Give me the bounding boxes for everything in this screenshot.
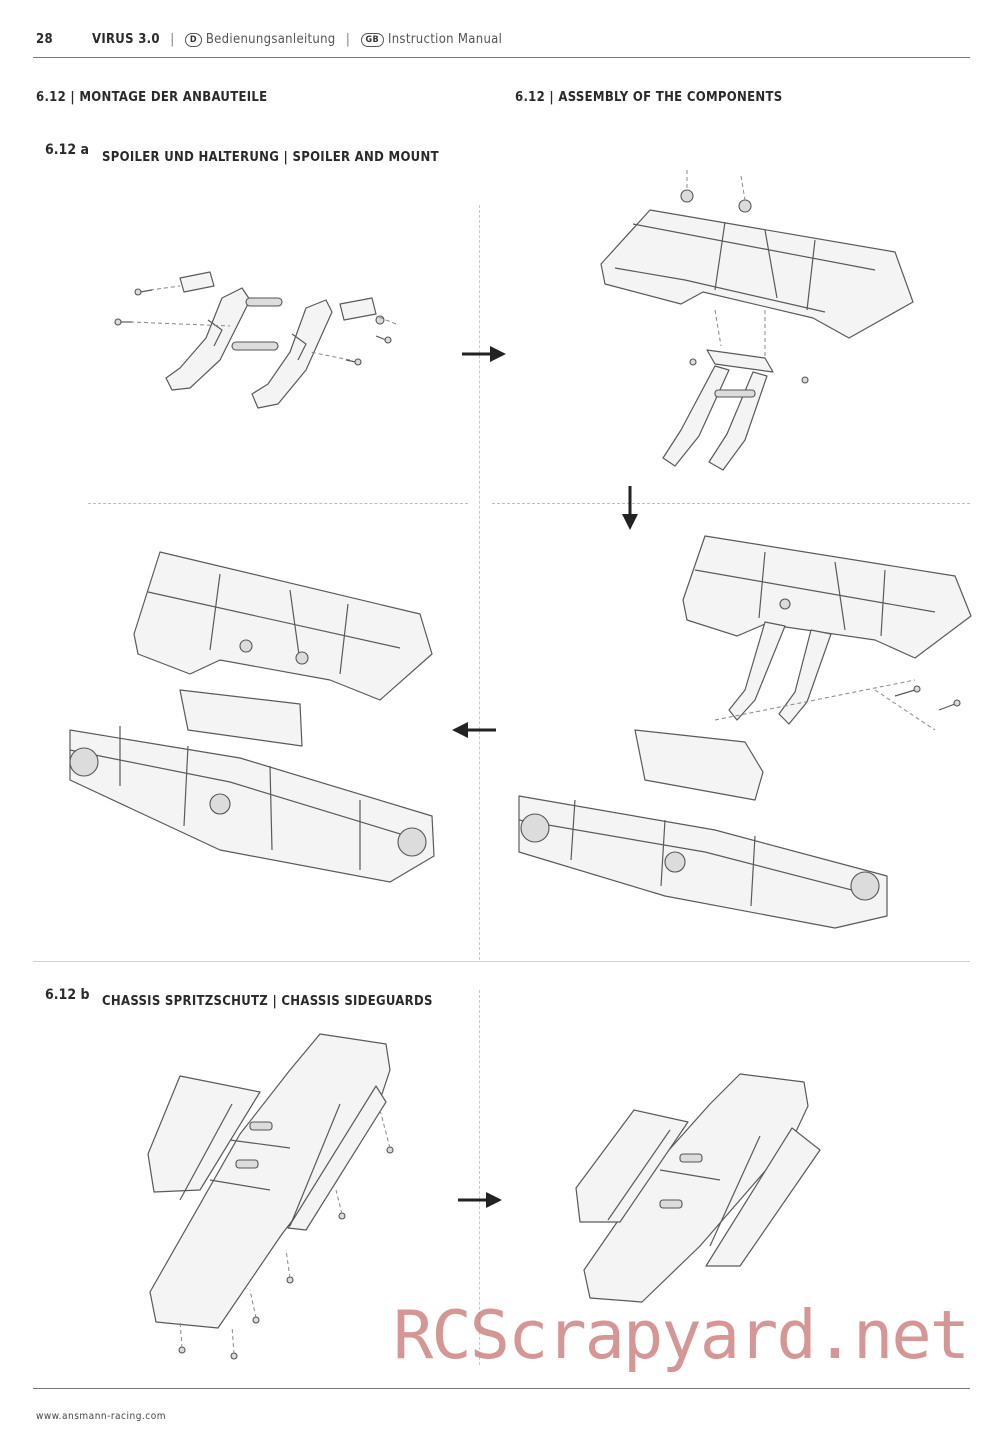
footer-url[interactable]: www.ansmann-racing.com — [36, 1411, 166, 1422]
header-rule — [33, 57, 970, 58]
chassis-spoiler-mounted-illustration — [69, 551, 435, 883]
section-title-en: 6.12 | ASSEMBLY OF THE COMPONENTS — [515, 90, 783, 105]
vertical-divider — [479, 205, 480, 960]
vertical-divider — [479, 990, 480, 1365]
step-title-b: CHASSIS SPRITZSCHUTZ | CHASSIS SIDEGUARD… — [102, 994, 433, 1009]
horizontal-divider — [88, 503, 468, 504]
chassis-sideguards-assembled-illustration — [575, 1073, 821, 1303]
lang-de-badge: D — [184, 33, 202, 47]
arrow-right-icon — [458, 1192, 502, 1208]
arrow-left-icon — [452, 722, 496, 738]
chassis-sideguards-exploded-illustration — [147, 1033, 394, 1360]
spoiler-assembly-illustration — [600, 170, 914, 471]
lang-de-label: Bedienungsanleitung — [205, 32, 336, 47]
arrow-right-icon — [462, 346, 506, 362]
step-number-a: 6.12 a — [45, 142, 89, 158]
page-number: 28 — [36, 32, 53, 47]
step-divider — [33, 961, 970, 962]
watermark-text: RCScrapyard.net — [393, 1296, 970, 1374]
step-title-a: SPOILER UND HALTERUNG | SPOILER AND MOUN… — [102, 150, 439, 165]
footer-rule — [33, 1388, 970, 1389]
section-title-de: 6.12 | MONTAGE DER ANBAUTEILE — [36, 90, 268, 105]
lang-gb-label: Instruction Manual — [387, 32, 503, 47]
spoiler-mount-parts-illustration — [114, 271, 397, 409]
step-number-b: 6.12 b — [45, 987, 90, 1003]
header-separator: | — [345, 32, 351, 47]
product-name: VIRUS 3.0 — [92, 32, 160, 47]
horizontal-divider — [492, 503, 970, 504]
lang-gb-badge: GB — [360, 33, 384, 47]
arrow-down-icon — [622, 486, 638, 530]
header-separator: | — [170, 32, 175, 47]
chassis-spoiler-exploded-illustration — [518, 535, 972, 929]
